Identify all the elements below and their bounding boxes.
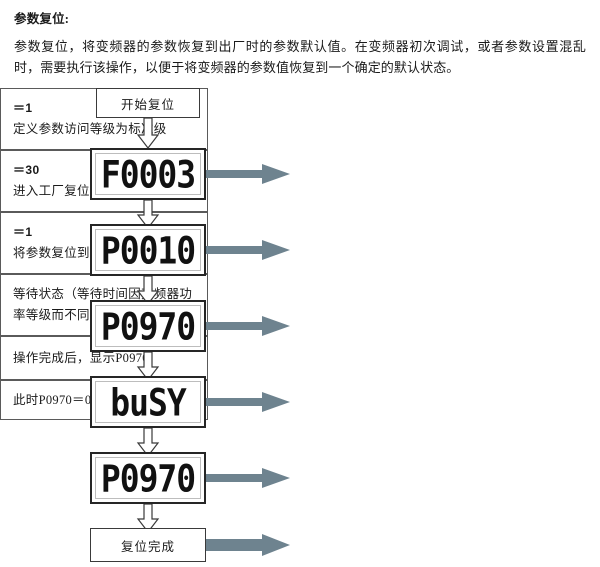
flow-node-display-5: P0970 [90, 452, 206, 504]
note-value-2: ＝30 [13, 163, 40, 177]
arrow-down-1 [136, 118, 160, 150]
arrow-down-4 [136, 352, 160, 382]
arrow-down-2 [136, 200, 160, 230]
note-text-5: 操作完成后，显示P0970 [13, 350, 149, 365]
arrow-right-6 [206, 534, 290, 556]
arrow-right-2 [206, 239, 290, 261]
flow-node-end: 复位完成 [90, 528, 206, 562]
led-display-value-2: P0010 [100, 228, 196, 272]
document-header: 参数复位: 参数复位，将变频器的参数恢复到出厂时的参数默认值。在变频器初次调试，… [14, 10, 586, 78]
intro-paragraph: 参数复位，将变频器的参数恢复到出厂时的参数默认值。在变频器初次调试，或者参数设置… [14, 39, 586, 75]
led-display-value-1: F0003 [100, 152, 196, 196]
note-text-1: 定义参数访问等级为标准级 [13, 122, 167, 136]
flow-node-display-3: P0970 [90, 300, 206, 352]
arrow-down-6 [136, 504, 160, 534]
flow-node-display-2: P0010 [90, 224, 206, 276]
flow-node-display-1: F0003 [90, 148, 206, 200]
page-title: 参数复位: [14, 12, 70, 26]
arrow-down-5 [136, 428, 160, 458]
arrow-right-3 [206, 315, 290, 337]
note-value-1: ＝1 [13, 101, 33, 115]
note-value-3: ＝1 [13, 225, 33, 239]
arrow-right-5 [206, 467, 290, 489]
led-display-value-5: P0970 [100, 456, 196, 500]
led-display-value-3: P0970 [100, 304, 196, 348]
led-display-value-4: buSY [110, 380, 186, 424]
flow-node-end-label: 复位完成 [120, 539, 175, 554]
arrow-right-1 [206, 163, 290, 185]
arrow-down-3 [136, 276, 160, 306]
reset-procedure-flowchart: 开始复位 F0003 ＝1 定义参数访问等级为标准级 P0010 [0, 88, 600, 567]
arrow-right-4 [206, 391, 290, 413]
flow-node-display-4: buSY [90, 376, 206, 428]
flow-node-start-label: 开始复位 [120, 97, 175, 112]
flow-node-start: 开始复位 [96, 88, 200, 118]
